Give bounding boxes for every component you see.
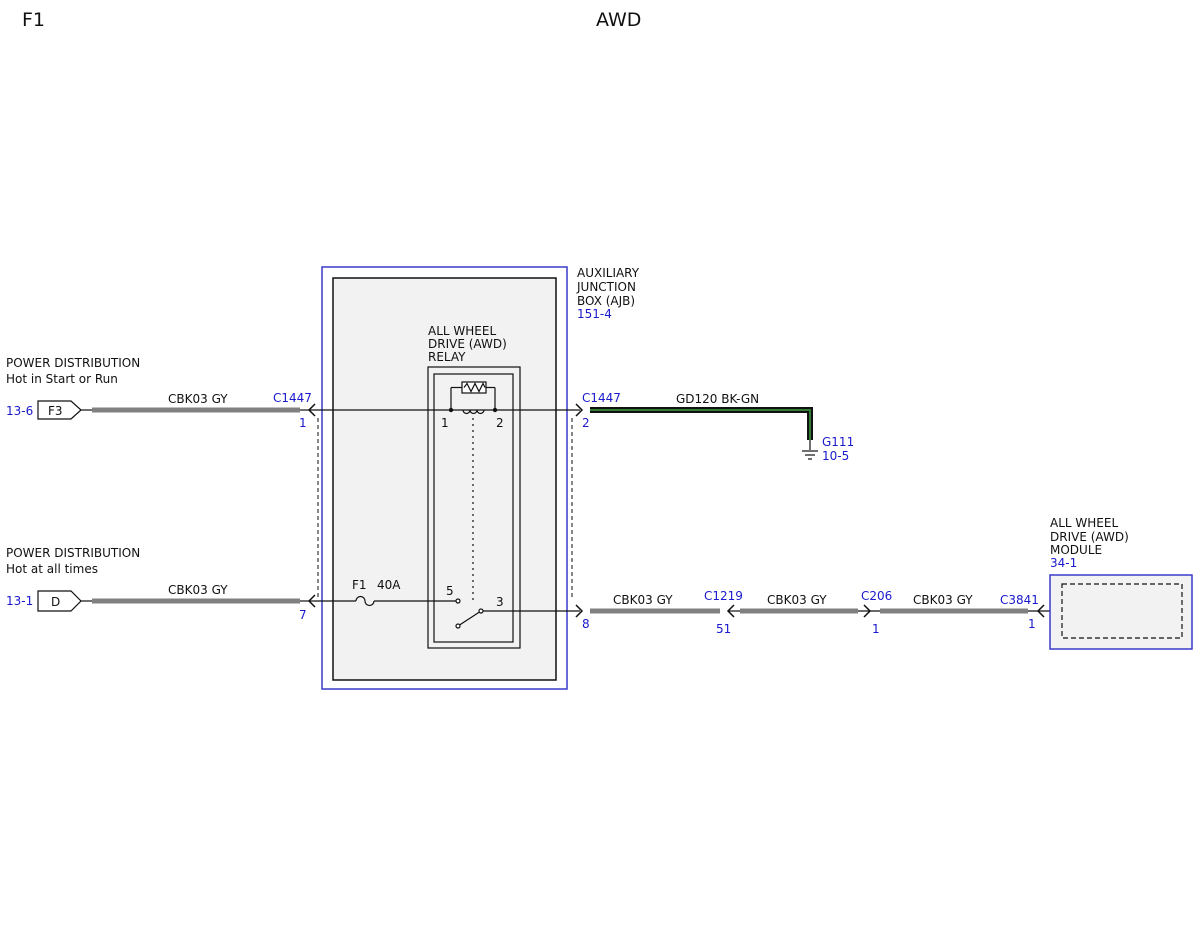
wire-ground-stripe — [590, 409, 811, 440]
source-bottom-line2: Hot at all times — [6, 562, 98, 576]
c1447-left-bottom-arrow — [307, 594, 316, 608]
relay-contact-5 — [455, 598, 461, 604]
fuse-d-label: D — [51, 595, 60, 609]
wire-bottom-in-label: CBK03 GY — [168, 583, 228, 597]
wire-top-in-label: CBK03 GY — [168, 392, 228, 406]
c1447-left-pin-bottom: 7 — [299, 608, 307, 622]
c1447-right-bottom-arrow — [575, 604, 584, 618]
wire-out2-label: CBK03 GY — [767, 593, 827, 607]
source-top-ref: 13-6 — [6, 404, 33, 418]
module-label-line3: MODULE — [1050, 543, 1102, 557]
ajb-label-line1: AUXILIARY — [577, 266, 640, 280]
relay-switch-pivot — [455, 623, 461, 629]
module-label-line2: DRIVE (AWD) — [1050, 530, 1129, 544]
wire-ground — [590, 407, 813, 440]
awd-module-inner — [1061, 583, 1183, 639]
ground-icon — [802, 440, 818, 460]
ajb-label-line3: BOX (AJB) — [577, 294, 635, 308]
awd-module-box — [1049, 574, 1193, 650]
fuse-f3-tag — [37, 400, 82, 420]
wire-out3-label: CBK03 GY — [913, 593, 973, 607]
source-top-line2: Hot in Start or Run — [6, 372, 118, 386]
source-bottom-ref: 13-1 — [6, 594, 33, 608]
c1447-right-pin-bottom: 8 — [582, 617, 590, 631]
c1447-right-top-arrow — [575, 403, 584, 417]
c1447-left-top-arrow — [307, 403, 316, 417]
c3841-arrow — [1036, 604, 1045, 618]
relay-pin1-node — [448, 407, 454, 413]
c1219-name: C1219 — [704, 589, 743, 603]
ground-ref: 10-5 — [822, 449, 849, 463]
fuse-f1-name: F1 — [352, 578, 367, 592]
c206-pin: 1 — [872, 622, 880, 636]
fuse-f1-rating: 40A — [377, 578, 401, 592]
relay-label-line2: DRIVE (AWD) — [428, 337, 507, 351]
ground-name: G111 — [822, 435, 854, 449]
wire-ground-label: GD120 BK-GN — [676, 392, 759, 406]
c1447-left-pin-top: 1 — [299, 416, 307, 430]
module-ref: 34-1 — [1050, 556, 1077, 570]
module-label-line1: ALL WHEEL — [1050, 516, 1118, 530]
c1447-left-name: C1447 — [273, 391, 312, 405]
relay-label-line3: RELAY — [428, 350, 466, 364]
ajb-label-line2: JUNCTION — [576, 280, 636, 294]
relay-contact-3 — [478, 608, 484, 614]
fuse-f1-icon — [355, 595, 375, 607]
source-top-line1: POWER DISTRIBUTION — [6, 356, 140, 370]
page-title: AWD — [596, 9, 641, 31]
relay-label-line1: ALL WHEEL — [428, 324, 496, 338]
c1447-right-name: C1447 — [582, 391, 621, 405]
fuse-f3-label: F3 — [48, 404, 63, 418]
c1447-right-pin-top: 2 — [582, 416, 590, 430]
fuse-d-tag — [37, 590, 82, 612]
relay-coil-icon — [450, 381, 496, 415]
c206-name: C206 — [861, 589, 892, 603]
relay-pin-2: 2 — [496, 416, 504, 430]
relay-pin2-node — [492, 407, 498, 413]
relay-pin-1: 1 — [441, 416, 449, 430]
relay-switch-arm — [457, 610, 482, 627]
page-id: F1 — [22, 9, 45, 31]
relay-pin-3: 3 — [496, 595, 504, 609]
ajb-ref: 151-4 — [577, 307, 612, 321]
c3841-pin: 1 — [1028, 617, 1036, 631]
relay-pin-5: 5 — [446, 584, 454, 598]
c3841-name: C3841 — [1000, 593, 1039, 607]
c1219-pin: 51 — [716, 622, 731, 636]
wire-out1-label: CBK03 GY — [613, 593, 673, 607]
source-bottom-line1: POWER DISTRIBUTION — [6, 546, 140, 560]
